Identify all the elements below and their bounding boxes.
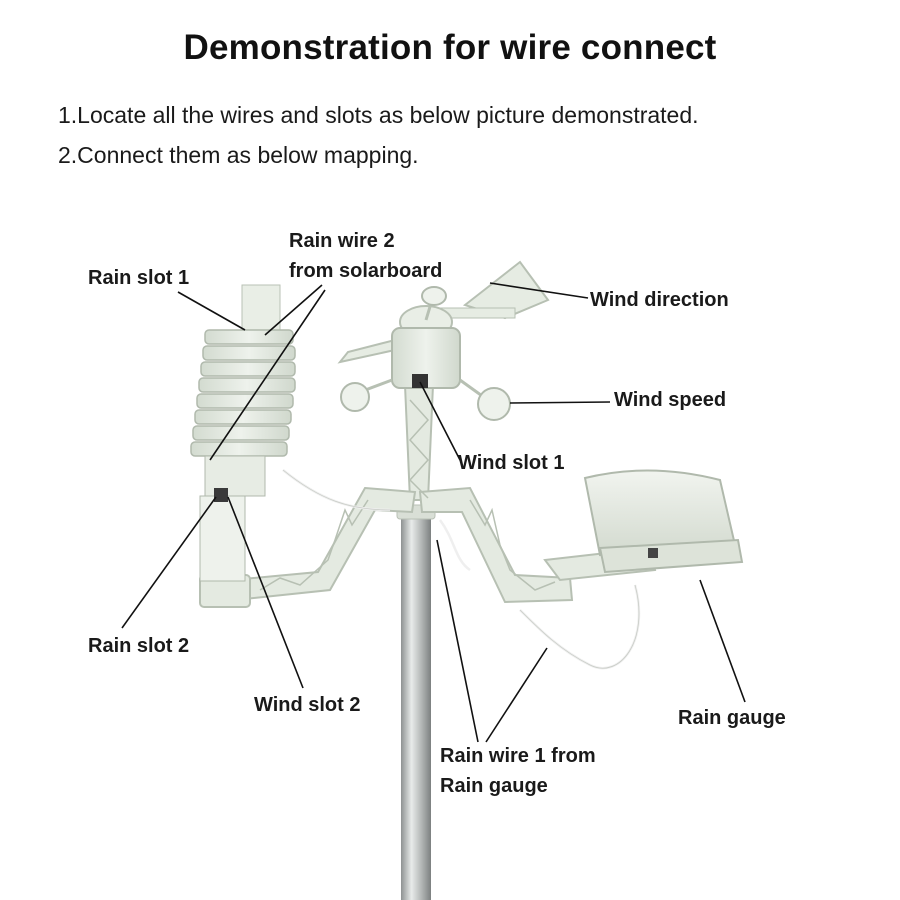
label-wind-speed: Wind speed bbox=[614, 389, 727, 411]
label-rain-wire-2-line2: from solarboard bbox=[289, 260, 443, 282]
leader-wind-slot-1 bbox=[419, 381, 461, 461]
leader-rain-gauge bbox=[699, 579, 746, 703]
wires-outline bbox=[282, 469, 640, 669]
leader-rain-wire-2-a bbox=[264, 284, 323, 336]
leader-rain-slot-1 bbox=[177, 291, 246, 331]
label-rain-wire-1: Rain wire 1 from Rain gauge bbox=[440, 741, 596, 801]
label-wind-direction: Wind direction bbox=[590, 289, 729, 311]
label-rain-slot-2: Rain slot 2 bbox=[88, 635, 190, 657]
anemometer bbox=[337, 260, 550, 421]
label-rain-wire-2: Rain wire 2 from solarboard bbox=[289, 226, 442, 286]
rain-gauge bbox=[583, 469, 744, 574]
mounting-pole bbox=[396, 504, 436, 900]
leader-rain-wire-2-b bbox=[209, 289, 326, 461]
label-wind-slot-1: Wind slot 1 bbox=[458, 452, 565, 474]
leader-wind-slot-2 bbox=[227, 496, 304, 689]
label-rain-gauge: Rain gauge bbox=[678, 707, 786, 729]
instruction-step-1: 1.Locate all the wires and slots as belo… bbox=[58, 102, 699, 128]
leader-lines bbox=[121, 282, 746, 743]
page-title: Demonstration for wire connect bbox=[183, 28, 717, 67]
leader-rain-wire-1-a bbox=[436, 539, 479, 743]
leader-rain-slot-2 bbox=[121, 496, 217, 629]
instruction-step-2: 2.Connect them as below mapping. bbox=[58, 142, 419, 168]
label-rain-wire-1-line1: Rain wire 1 from bbox=[440, 745, 596, 767]
label-rain-slot-1: Rain slot 1 bbox=[88, 267, 190, 289]
frame-lattice bbox=[259, 399, 556, 591]
leader-rain-wire-1-b bbox=[485, 647, 548, 743]
label-rain-wire-2-line1: Rain wire 2 bbox=[289, 230, 395, 252]
label-rain-wire-1-line2: Rain gauge bbox=[440, 775, 548, 797]
label-wind-slot-2: Wind slot 2 bbox=[254, 694, 361, 716]
mounting-frame bbox=[199, 384, 657, 608]
radiation-shield bbox=[190, 284, 296, 582]
leader-wind-direction bbox=[489, 282, 589, 299]
leader-wind-speed bbox=[509, 401, 611, 404]
